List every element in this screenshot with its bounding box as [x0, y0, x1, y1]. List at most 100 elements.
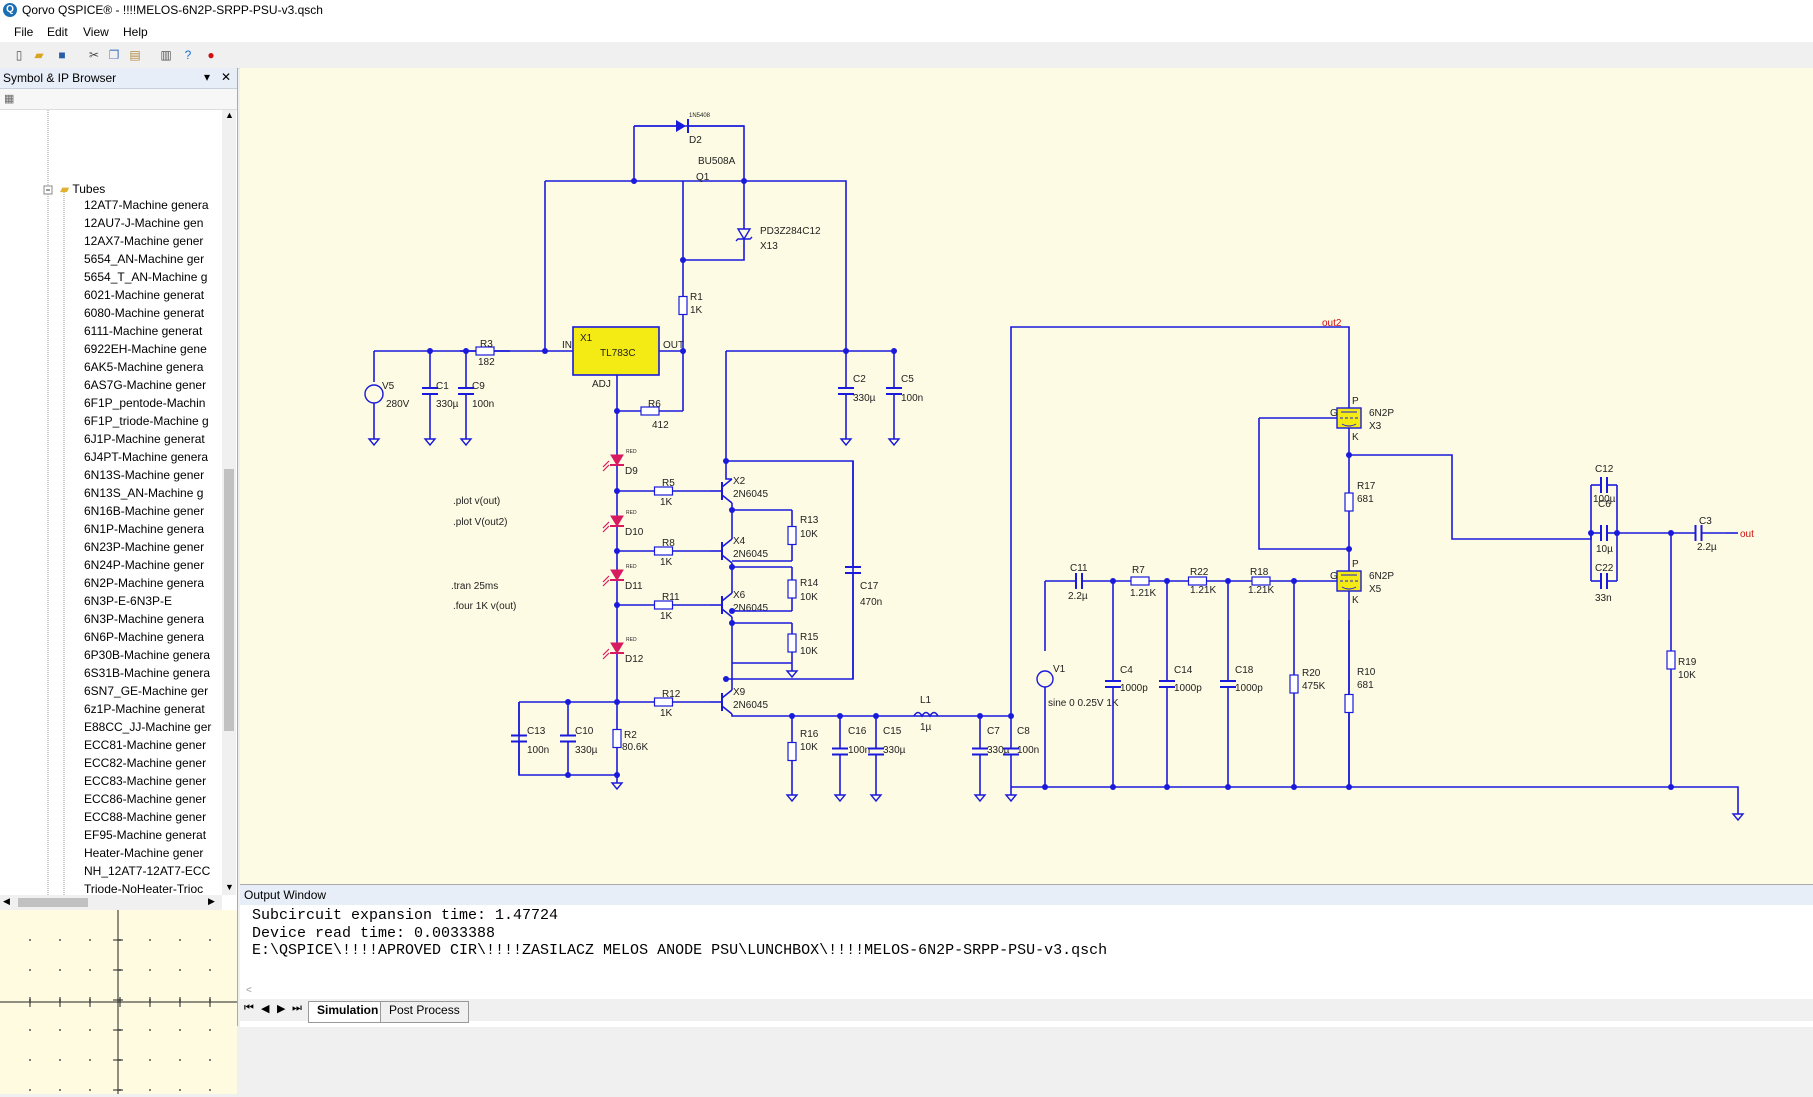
- schematic-drawing[interactable]: 1N5408D2BU508AQ1PD3Z284C12X13R11KX1TL783…: [240, 68, 1813, 884]
- tree-lines: [43, 110, 65, 895]
- menu-edit[interactable]: Edit: [47, 25, 68, 39]
- tree-item-label: 12AX7-Machine gener: [84, 234, 204, 248]
- tree-item-symbol[interactable]: ♀Heater-Machine gener: [84, 846, 218, 862]
- chevron-down-icon[interactable]: ▾: [204, 70, 211, 84]
- tree-item-symbol[interactable]: ♀6021-Machine generat: [84, 288, 218, 304]
- tree-item-label: ECC86-Machine gener: [84, 792, 207, 806]
- copy-icon[interactable]: ❐: [108, 48, 120, 62]
- menu-help[interactable]: Help: [123, 25, 148, 39]
- component-label: 1.21K: [1130, 588, 1156, 599]
- output-line: Device read time: 0.0033388: [252, 925, 496, 942]
- scroll-right-icon[interactable]: ▶: [208, 896, 215, 906]
- library-icon[interactable]: ▦: [4, 93, 15, 105]
- component-label: X2: [733, 476, 746, 487]
- tree-item-symbol[interactable]: ♀6N1P-Machine genera: [84, 522, 218, 538]
- component-label: D12: [625, 654, 644, 665]
- close-icon[interactable]: ✕: [221, 70, 232, 84]
- tree-item-symbol[interactable]: ♀6N3P-E-6N3P-E: [84, 594, 218, 610]
- tree-item-label: Triode-NoHeater-Trioc: [84, 882, 204, 895]
- scroll-down-icon[interactable]: ▼: [225, 882, 234, 892]
- component-label: Q1: [696, 172, 710, 183]
- tree-item-symbol[interactable]: ♀6N6P-Machine genera: [84, 630, 218, 646]
- regulator-x1: [572, 326, 660, 376]
- tree-item-symbol[interactable]: ♀6z1P-Machine generat: [84, 702, 218, 718]
- tree-item-symbol[interactable]: ♀12AU7-J-Machine gen: [84, 216, 218, 232]
- scroll-up-icon[interactable]: ▲: [225, 110, 234, 120]
- tree-item-symbol[interactable]: ♀ECC88-Machine gener: [84, 810, 218, 826]
- open-icon[interactable]: ▰: [34, 48, 44, 62]
- tree-item-symbol[interactable]: ♀6N16B-Machine gener: [84, 504, 218, 520]
- prev-tab-icon[interactable]: ◀: [261, 1003, 270, 1015]
- tree-item-symbol[interactable]: ♀EF95-Machine generat: [84, 828, 218, 844]
- tree-horizontal-scrollbar[interactable]: ◀ ▶: [0, 895, 222, 910]
- tree-item-symbol[interactable]: ♀5654_T_AN-Machine g: [84, 270, 218, 286]
- tree-item-symbol[interactable]: ♀NH_12AT7-12AT7-ECC: [84, 864, 218, 880]
- menu-view[interactable]: View: [83, 25, 109, 39]
- tree-item-symbol[interactable]: ♀6F1P_triode-Machine g: [84, 414, 218, 430]
- tree-item-symbol[interactable]: ♀6N23P-Machine gener: [84, 540, 218, 556]
- component-label: 681: [1357, 680, 1374, 691]
- tree-item-symbol[interactable]: ♀6111-Machine generat: [84, 324, 218, 340]
- component-label: ADJ: [592, 379, 611, 390]
- tree-item-symbol[interactable]: ♀6J1P-Machine generat: [84, 432, 218, 448]
- scrollbar-thumb[interactable]: [224, 469, 234, 731]
- tree-item-symbol[interactable]: ♀6080-Machine generat: [84, 306, 218, 322]
- component-label: 1000p: [1235, 683, 1263, 694]
- resistor: [787, 633, 797, 653]
- component-label: 1K: [660, 497, 673, 508]
- component-label: 10K: [800, 742, 818, 753]
- tree-item-symbol[interactable]: ♀6N2P-Machine genera: [84, 576, 218, 592]
- tree-item-symbol[interactable]: ♀5654_AN-Machine ger: [84, 252, 218, 268]
- tree-item-symbol[interactable]: ♀6S31B-Machine genera: [84, 666, 218, 682]
- cut-icon[interactable]: ✂: [88, 48, 100, 62]
- tree-item-label: NH_12AT7-12AT7-ECC: [84, 864, 211, 878]
- tree-vertical-scrollbar[interactable]: ▲ ▼: [222, 110, 236, 895]
- junction-dot: [729, 608, 735, 614]
- component-label: C7: [987, 726, 1000, 737]
- output-scroll-left-icon[interactable]: <: [246, 985, 252, 996]
- tree-item-symbol[interactable]: ♀6N13S-Machine gener: [84, 468, 218, 484]
- tree-item-symbol[interactable]: ♀6J4PT-Machine genera: [84, 450, 218, 466]
- help-icon[interactable]: ?: [184, 48, 192, 62]
- tab-post-process[interactable]: Post Process: [380, 1001, 469, 1023]
- tree-item-symbol[interactable]: ♀6AK5-Machine genera: [84, 360, 218, 376]
- tree-folder-tubes[interactable]: ▰ Tubes: [60, 182, 106, 196]
- first-tab-icon[interactable]: ⏮: [244, 1002, 254, 1014]
- component-label: R6: [648, 399, 661, 410]
- tree-item-symbol[interactable]: ♀6N13S_AN-Machine g: [84, 486, 218, 502]
- tab-simulation[interactable]: Simulation: [308, 1001, 388, 1023]
- resistor: [1344, 492, 1354, 512]
- paste-icon[interactable]: ▤: [129, 48, 141, 62]
- tree-item-symbol[interactable]: ♀ECC86-Machine gener: [84, 792, 218, 808]
- tree-item-symbol[interactable]: ♀6922EH-Machine gene: [84, 342, 218, 358]
- tree-item-symbol[interactable]: ♀6AS7G-Machine gener: [84, 378, 218, 394]
- tree-item-symbol[interactable]: ♀ECC83-Machine gener: [84, 774, 218, 790]
- last-tab-icon[interactable]: ⏭: [292, 1002, 302, 1014]
- tree-item-symbol[interactable]: ♀6N3P-Machine genera: [84, 612, 218, 628]
- tree-item-symbol[interactable]: ♀6N24P-Machine gener: [84, 558, 218, 574]
- tree-item-symbol[interactable]: ♀12AX7-Machine gener: [84, 234, 218, 250]
- tree-item-symbol[interactable]: ♀6P30B-Machine genera: [84, 648, 218, 664]
- wire: [721, 494, 733, 504]
- menu-file[interactable]: File: [14, 25, 34, 39]
- tree-item-symbol[interactable]: ♀6F1P_pentode-Machin: [84, 396, 218, 412]
- stop-icon[interactable]: ●: [207, 48, 215, 62]
- junction-dot: [614, 772, 620, 778]
- component-label: C8: [1017, 726, 1030, 737]
- wire: [744, 180, 847, 351]
- tree-item-symbol[interactable]: ♀12AT7-Machine genera: [84, 198, 218, 214]
- tree-item-symbol[interactable]: ♀Triode-NoHeater-Trioc: [84, 882, 218, 895]
- hscrollbar-thumb[interactable]: [18, 898, 88, 907]
- scroll-left-icon[interactable]: ◀: [3, 896, 10, 906]
- tree-item-symbol[interactable]: ♀6SN7_GE-Machine ger: [84, 684, 218, 700]
- wire: [721, 538, 733, 548]
- save-icon[interactable]: ■: [58, 48, 66, 62]
- print-icon[interactable]: ▥: [160, 48, 172, 62]
- new-icon[interactable]: ▯: [15, 48, 23, 62]
- tree-item-symbol[interactable]: ♀ECC82-Machine gener: [84, 756, 218, 772]
- tree-item-symbol[interactable]: ♀E88CC_JJ-Machine ger: [84, 720, 218, 736]
- component-label: X6: [733, 590, 746, 601]
- tree-item-symbol[interactable]: ♀ECC81-Machine gener: [84, 738, 218, 754]
- next-tab-icon[interactable]: ▶: [277, 1003, 286, 1015]
